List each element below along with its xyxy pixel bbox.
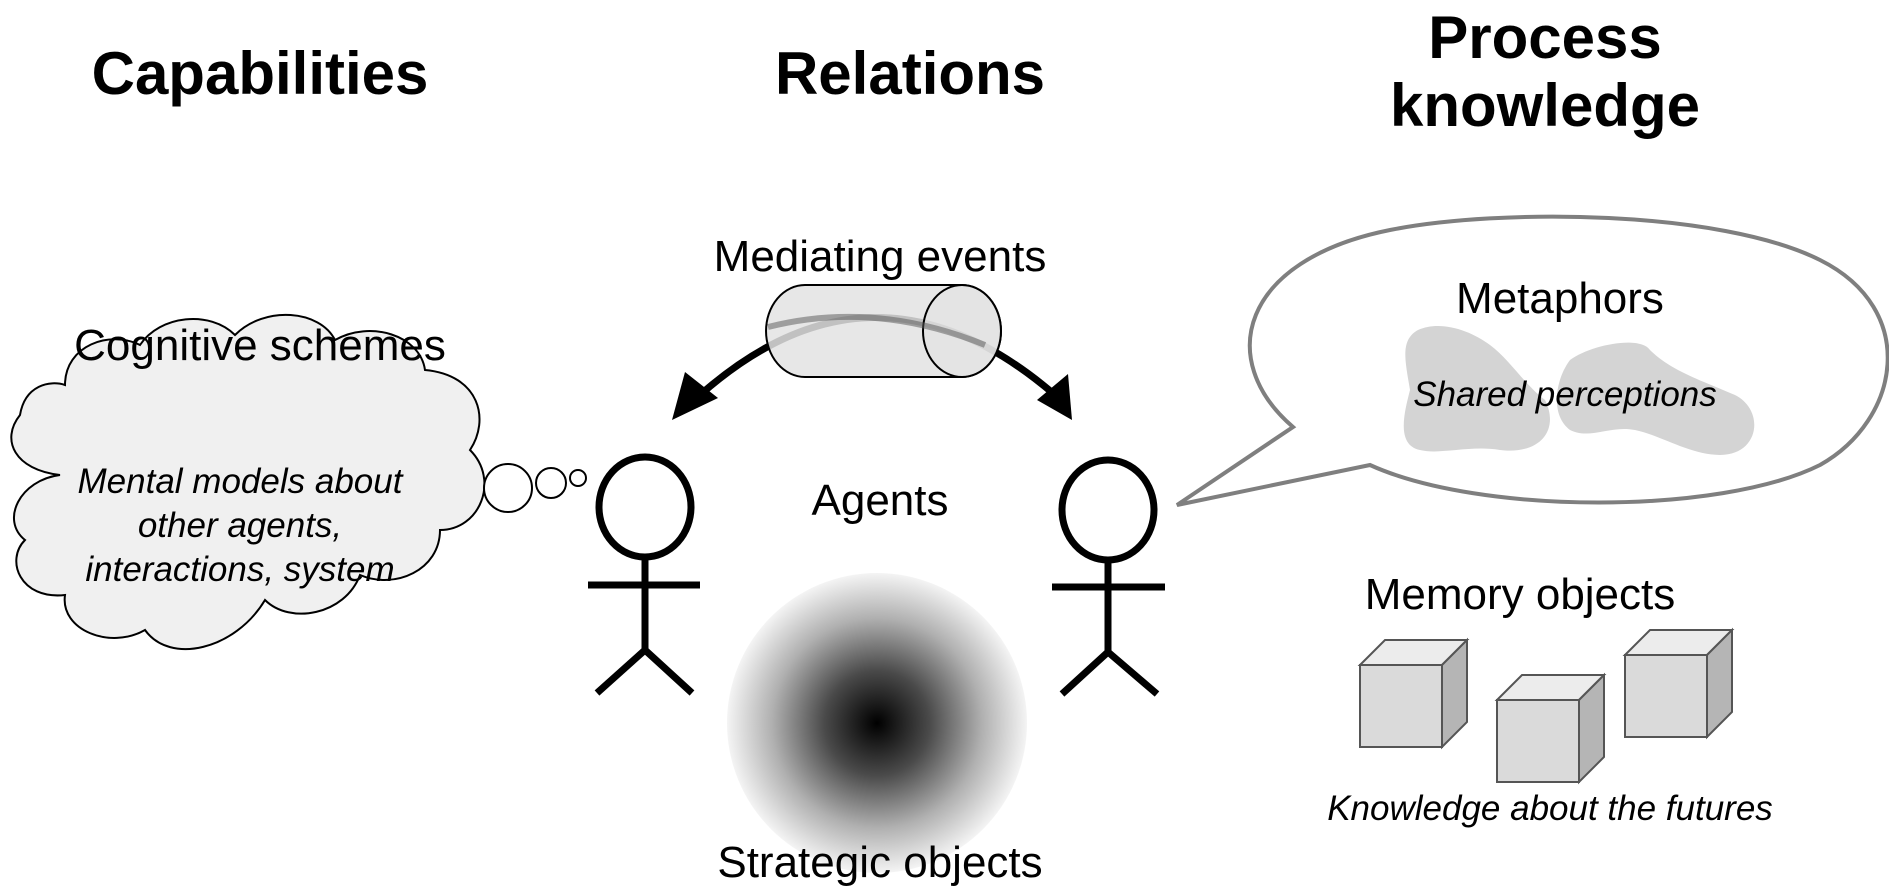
label-mental-models: Mental models about other agents, intera…: [40, 460, 440, 592]
shared-perception-blob-left: [1403, 325, 1550, 452]
mediating-events-cylinder: [765, 284, 1002, 378]
label-cognitive-schemes: Cognitive schemes: [74, 321, 446, 370]
speech-bubble: [1175, 214, 1889, 507]
agent-figure-right: [1052, 456, 1165, 697]
header-process-line2: knowledge: [1389, 72, 1701, 139]
label-metaphors: Metaphors: [1456, 274, 1664, 323]
memory-cube-3: [1622, 627, 1735, 740]
shared-perception-blob-right: [1556, 342, 1755, 455]
mental-models-line3: interactions, system: [85, 550, 395, 589]
thought-cloud: [10, 314, 587, 651]
memory-cube-2: [1494, 672, 1607, 785]
label-mediating-events: Mediating events: [713, 232, 1047, 281]
mental-models-line1: Mental models about: [77, 462, 403, 501]
header-capabilities: Capabilities: [91, 40, 429, 107]
header-process-line1: Process: [1428, 4, 1662, 71]
label-shared-perceptions: Shared perceptions: [1413, 375, 1717, 414]
label-memory-objects: Memory objects: [1364, 570, 1676, 619]
arrowhead-left: [672, 372, 718, 420]
label-knowledge-futures: Knowledge about the futures: [1327, 789, 1773, 828]
agent-figure-left: [588, 453, 700, 696]
arrowhead-right: [1037, 374, 1072, 420]
mental-models-line2: other agents,: [137, 506, 343, 545]
label-agents: Agents: [811, 476, 949, 525]
thought-bubble-medium: [535, 467, 567, 499]
strategic-object-sphere: [727, 573, 1027, 873]
memory-cube-1: [1357, 637, 1470, 750]
thought-bubble-small: [569, 469, 587, 487]
label-strategic-objects: Strategic objects: [717, 838, 1043, 887]
header-process-knowledge: Process knowledge: [1340, 4, 1750, 140]
thought-bubble-large: [483, 463, 533, 513]
header-relations: Relations: [774, 40, 1046, 107]
